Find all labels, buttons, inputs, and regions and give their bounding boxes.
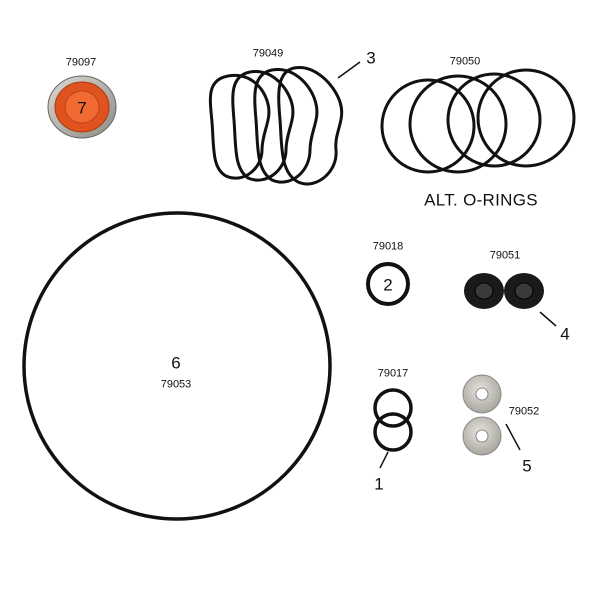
part-number-79097: 79097 [65,56,97,69]
callout-6: 6 [171,353,181,373]
callout-7: 7 [77,98,87,118]
washers-graphic [462,374,502,456]
callout-line-1 [379,451,389,469]
small-oring-graphic [366,262,410,306]
part-number-79018: 79018 [372,240,404,253]
part-number-79050: 79050 [449,55,481,68]
part-number-79017: 79017 [377,367,409,380]
bushings-graphic [464,273,544,309]
part-number-79049: 79049 [252,47,284,60]
callout-3: 3 [366,48,376,68]
callout-line-4 [539,311,557,327]
callout-line-5 [505,423,521,451]
seal-graphic [47,75,117,139]
callout-4: 4 [560,324,570,344]
gasket-stack-graphic [208,66,344,186]
double-oring-graphic [373,388,413,452]
callout-2: 2 [383,275,393,295]
callout-line-3 [337,61,361,79]
alt-orings-caption: ALT. O-RINGS [424,190,538,210]
large-oring-graphic [22,211,332,521]
callout-1: 1 [374,474,384,494]
part-number-79051: 79051 [489,249,521,262]
part-number-79052: 79052 [508,405,540,418]
alt-orings-graphic [380,68,576,174]
callout-5: 5 [522,456,532,476]
part-number-79053: 79053 [160,378,192,391]
